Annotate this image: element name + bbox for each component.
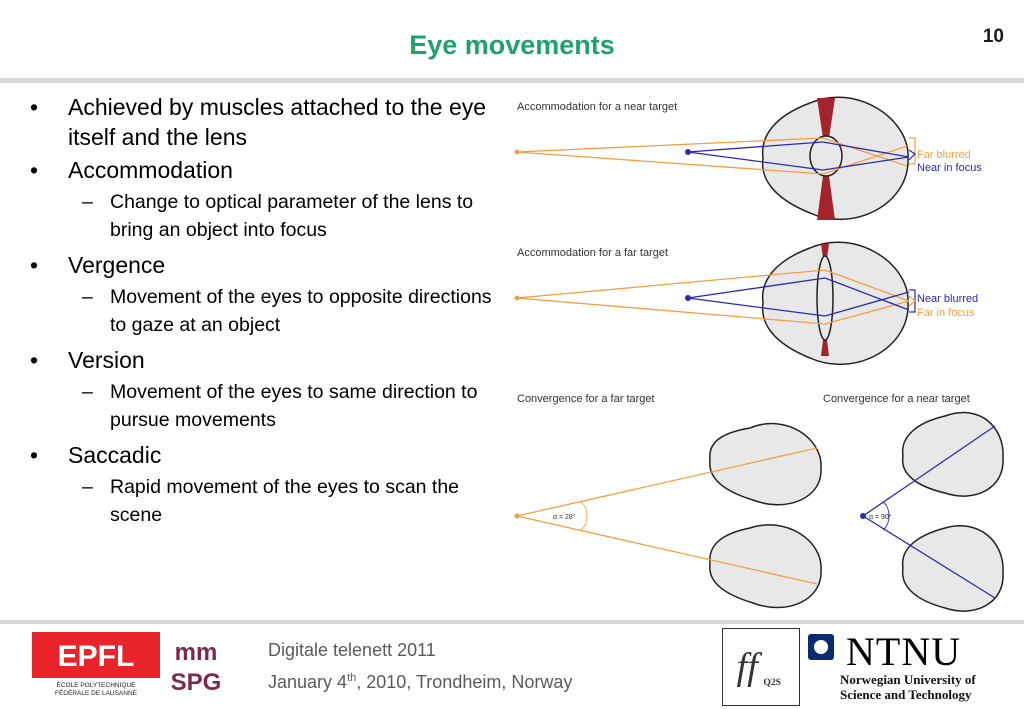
bullet-list: • Achieved by muscles attached to the eye…	[30, 92, 500, 535]
dash-icon: –	[82, 191, 93, 213]
dash-icon: –	[82, 381, 93, 403]
epfl-logo-text: ÉCOLE POLYTECHNIQUE	[57, 680, 137, 689]
sub-bullet-text: Movement of the eyes to same direction t…	[110, 381, 478, 431]
footer-text: Digitale telenett 2011 January 4th, 2010…	[268, 636, 572, 696]
near-eye: Far blurred Near in focus	[514, 96, 982, 221]
sub-bullet-item: –Change to optical parameter of the lens…	[30, 188, 500, 244]
footer-divider	[0, 620, 1024, 624]
conv-near-title: Convergence for a near target	[823, 393, 970, 405]
sub-bullet-text: Rapid movement of the eyes to scan the s…	[110, 476, 460, 526]
far-panel-title: Accommodation for a far target	[517, 247, 668, 259]
header-divider	[0, 78, 1024, 83]
bullet-icon: •	[30, 157, 39, 183]
lens	[816, 255, 834, 341]
far-eye: Near blurred Far in focus	[514, 241, 978, 366]
sub-bullet-item: –Rapid movement of the eyes to scan the …	[30, 473, 500, 529]
slide-title: Eye movements	[409, 30, 615, 60]
near-panel-title: Accommodation for a near target	[517, 101, 677, 113]
page-number: 10	[982, 26, 1004, 47]
svg-text:Q2S: Q2S	[763, 677, 781, 688]
far-label-far-focus: Far in focus	[917, 307, 975, 319]
sub-bullet-text: Movement of the eyes to opposite directi…	[110, 286, 492, 336]
near-label-near-focus: Near in focus	[917, 162, 982, 174]
bullet-item: • Version	[30, 345, 500, 375]
bullet-item: • Saccadic	[30, 440, 500, 470]
footer-line-2: January 4th, 2010, Trondheim, Norway	[268, 672, 573, 692]
svg-text:FÉDÉRALE DE LAUSANNE: FÉDÉRALE DE LAUSANNE	[55, 688, 138, 696]
bullet-text: Saccadic	[68, 442, 162, 468]
svg-text:mm: mm	[175, 639, 218, 666]
ntnu-wordmark: NTNU	[846, 629, 962, 674]
svg-text:ff: ff	[736, 646, 763, 688]
conv-far-title: Convergence for a far target	[517, 393, 655, 405]
conv-far-eyes: α = 28°	[514, 422, 822, 609]
sub-bullet-item: –Movement of the eyes to same direction …	[30, 378, 500, 434]
q2s-logo: ff Q2S	[722, 628, 800, 706]
bullet-icon: •	[30, 252, 39, 278]
bullet-text: Accommodation	[68, 157, 233, 183]
ciliary-muscle	[821, 340, 829, 356]
ciliary-muscle	[821, 244, 829, 258]
bullet-text: Version	[68, 347, 145, 373]
svg-text:SPG: SPG	[171, 669, 222, 696]
far-label-near-blurred: Near blurred	[917, 293, 978, 305]
conv-near-eyes: α = 90°	[860, 411, 1004, 612]
bullet-item: • Achieved by muscles attached to the eye…	[30, 92, 500, 152]
ntnu-emblem-icon	[808, 634, 834, 660]
lens	[809, 135, 843, 177]
epfl-logo: EPFL ÉCOLE POLYTECHNIQUE FÉDÉRALE DE LAU…	[32, 632, 160, 696]
sub-bullet-item: –Movement of the eyes to opposite direct…	[30, 283, 500, 339]
footer-line-1: Digitale telenett 2011	[268, 640, 436, 660]
angle-near-label: α = 90°	[869, 513, 892, 521]
dash-icon: –	[82, 476, 93, 498]
near-label-far-blurred: Far blurred	[917, 149, 971, 161]
angle-far-label: α = 28°	[553, 513, 576, 521]
svg-text:EPFL: EPFL	[58, 640, 135, 673]
ciliary-muscle	[817, 98, 835, 138]
bullet-text: Achieved by muscles attached to the eye …	[68, 94, 487, 150]
mmspg-logo: mm SPG	[171, 639, 222, 696]
bullet-item: • Accommodation	[30, 155, 500, 185]
bullet-text: Vergence	[68, 252, 166, 278]
bullet-icon: •	[30, 347, 39, 373]
ciliary-muscle	[817, 176, 835, 220]
bullet-icon: •	[30, 94, 39, 120]
bullet-icon: •	[30, 442, 39, 468]
eye-movement-diagram: Accommodation for a near target Far blur…	[514, 96, 1004, 612]
dash-icon: –	[82, 286, 93, 308]
sub-bullet-text: Change to optical parameter of the lens …	[110, 191, 474, 241]
bullet-item: • Vergence	[30, 250, 500, 280]
